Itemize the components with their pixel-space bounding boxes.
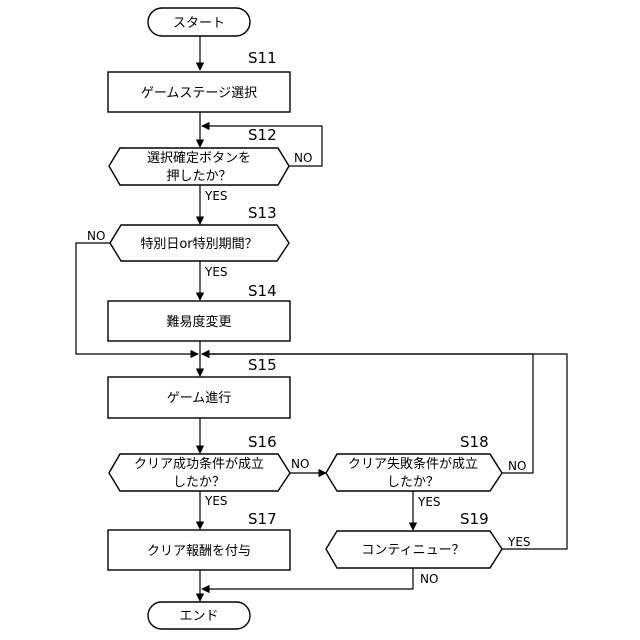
- step-text-s12-line2: 押したか？: [166, 169, 231, 184]
- label-s19-yes: YES: [507, 535, 531, 549]
- decision-s18: S18 クリア失敗条件が成立 したか？ NO YES: [326, 433, 526, 509]
- step-text-s19: コンティニュー？: [361, 543, 464, 558]
- label-s13-no: NO: [87, 229, 105, 243]
- decision-s12: S12 選択確定ボタンを 押したか？ NO YES: [109, 126, 312, 203]
- end-label: エンド: [179, 609, 218, 624]
- label-s13-yes: YES: [204, 265, 228, 279]
- step-text-s16-line2: したか？: [173, 475, 225, 490]
- step-id-s14: S14: [248, 282, 277, 300]
- start-node: スタート: [148, 8, 250, 36]
- step-s14: S14 難易度変更: [108, 282, 290, 341]
- step-id-s15: S15: [248, 356, 277, 374]
- end-node: エンド: [148, 602, 250, 629]
- step-text-s18-line1: クリア失敗条件が成立: [348, 456, 478, 472]
- step-id-s19: S19: [460, 510, 489, 528]
- step-text-s11: ゲームステージ選択: [141, 86, 257, 101]
- start-label: スタート: [173, 16, 225, 31]
- step-text-s17: クリア報酬を付与: [147, 544, 251, 559]
- step-s15: S15 ゲーム進行: [108, 356, 290, 418]
- label-s16-yes: YES: [204, 494, 228, 508]
- decision-s19: S19 コンティニュー？ YES NO: [326, 510, 531, 586]
- step-id-s13: S13: [248, 204, 277, 222]
- label-s12-no: NO: [294, 151, 312, 165]
- label-s19-no: NO: [420, 572, 438, 586]
- label-s18-yes: YES: [417, 495, 441, 509]
- step-text-s16-line1: クリア成功条件が成立: [134, 456, 264, 472]
- decision-s16: S16 クリア成功条件が成立 したか？ NO YES: [109, 433, 309, 508]
- arrow-s19-no: [202, 568, 413, 589]
- step-id-s11: S11: [248, 49, 277, 67]
- step-text-s12-line1: 選択確定ボタンを: [147, 150, 251, 166]
- label-s12-yes: YES: [204, 189, 228, 203]
- step-id-s17: S17: [248, 510, 277, 528]
- step-id-s12: S12: [248, 126, 277, 144]
- step-s17: S17 クリア報酬を付与: [108, 510, 290, 570]
- step-text-s14: 難易度変更: [166, 314, 231, 330]
- step-id-s18: S18: [460, 433, 489, 451]
- label-s16-no: NO: [291, 457, 309, 471]
- label-s18-no: NO: [508, 459, 526, 473]
- step-text-s13: 特別日or特別期間？: [140, 237, 257, 252]
- decision-s13: S13 特別日or特別期間？ NO YES: [87, 204, 289, 279]
- step-text-s18-line2: したか？: [387, 475, 439, 490]
- step-id-s16: S16: [248, 433, 277, 451]
- step-s11: S11 ゲームステージ選択: [108, 49, 290, 112]
- step-text-s15: ゲーム進行: [167, 391, 232, 406]
